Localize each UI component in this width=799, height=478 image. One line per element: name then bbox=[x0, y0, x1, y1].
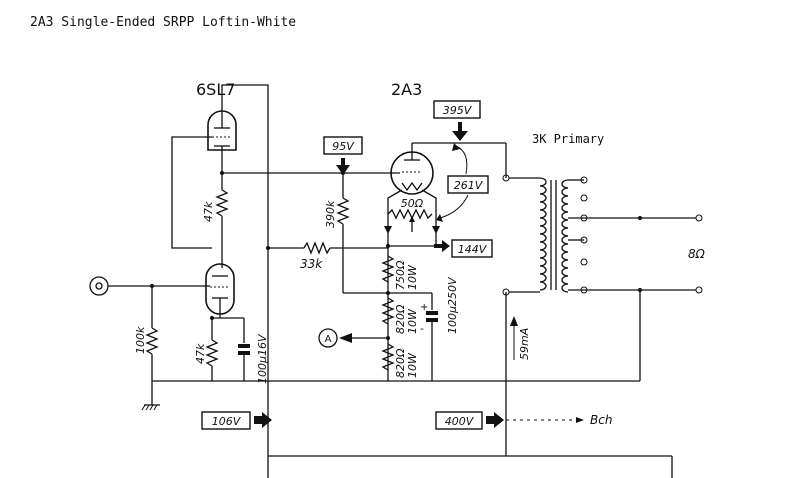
transformer-label: 3K Primary bbox=[532, 132, 604, 146]
c-100u250v-label: 100μ250V bbox=[446, 276, 459, 334]
capacitor-100u16v bbox=[238, 344, 250, 348]
ground-symbol bbox=[141, 404, 160, 411]
r-47k-cathode-label: 47k bbox=[194, 343, 207, 364]
c-100u16v-label: 100μ16V bbox=[256, 333, 269, 384]
voltage-box-261v bbox=[447, 175, 489, 194]
r-50ohm-label: 50Ω bbox=[401, 197, 424, 210]
r-820ohm-a-label: 820Ω bbox=[394, 304, 407, 334]
resistor-100k bbox=[145, 327, 159, 355]
resistor-390k bbox=[336, 197, 350, 225]
resistor-820ohm-b bbox=[381, 343, 395, 371]
r-100k-label: 100k bbox=[134, 326, 147, 354]
voltage-box-144v bbox=[451, 239, 493, 258]
voltage-144v: 144V bbox=[458, 243, 488, 256]
voltage-box-106v bbox=[201, 411, 251, 430]
r-750ohm-power: 10W bbox=[406, 264, 419, 290]
2a3-tube bbox=[390, 143, 434, 195]
output-transformer bbox=[502, 174, 703, 381]
capacitor-100u250v bbox=[426, 311, 438, 315]
voltage-box-400v bbox=[435, 411, 483, 430]
r-390k-label: 390k bbox=[324, 200, 337, 228]
6sl7-upper-triode bbox=[207, 100, 237, 151]
svg-text:+: + bbox=[420, 302, 428, 313]
voltage-95v: 95V bbox=[332, 140, 355, 153]
input-jack bbox=[89, 276, 109, 296]
potentiometer-50ohm bbox=[387, 208, 433, 220]
resistor-47k-cathode bbox=[205, 339, 219, 367]
voltage-395v: 395V bbox=[443, 104, 473, 117]
node-a-marker bbox=[318, 328, 338, 348]
voltage-106v: 106V bbox=[212, 415, 242, 428]
resistor-750ohm bbox=[381, 255, 395, 283]
voltage-261v: 261V bbox=[454, 179, 484, 192]
diagram-title: 2A3 Single-Ended SRPP Loftin-White bbox=[30, 15, 296, 30]
voltage-box-95v bbox=[323, 136, 363, 155]
other-channel-label: Bch bbox=[590, 413, 612, 427]
resistor-47k-upper bbox=[215, 189, 229, 217]
r-820ohm-a-power: 10W bbox=[406, 308, 419, 334]
speaker-load-label: 8Ω bbox=[688, 247, 706, 261]
current-59ma: 59mA bbox=[518, 328, 531, 360]
r-820ohm-b-power: 10W bbox=[406, 352, 419, 378]
svg-text:-: - bbox=[420, 322, 424, 335]
tube-6sl7-label: 6SL7 bbox=[196, 80, 235, 99]
voltage-400v: 400V bbox=[445, 415, 475, 428]
voltage-box-395v bbox=[433, 100, 481, 119]
resistor-820ohm-a bbox=[381, 297, 395, 325]
tube-2a3-label: 2A3 bbox=[391, 80, 422, 99]
node-a-label: A bbox=[325, 334, 332, 345]
r-47k-top-label: 47k bbox=[202, 201, 215, 222]
resistor-33k bbox=[303, 241, 331, 255]
r-33k-label: 33k bbox=[300, 257, 323, 271]
r-750ohm-label: 750Ω bbox=[394, 260, 407, 290]
r-820ohm-b-label: 820Ω bbox=[394, 348, 407, 378]
